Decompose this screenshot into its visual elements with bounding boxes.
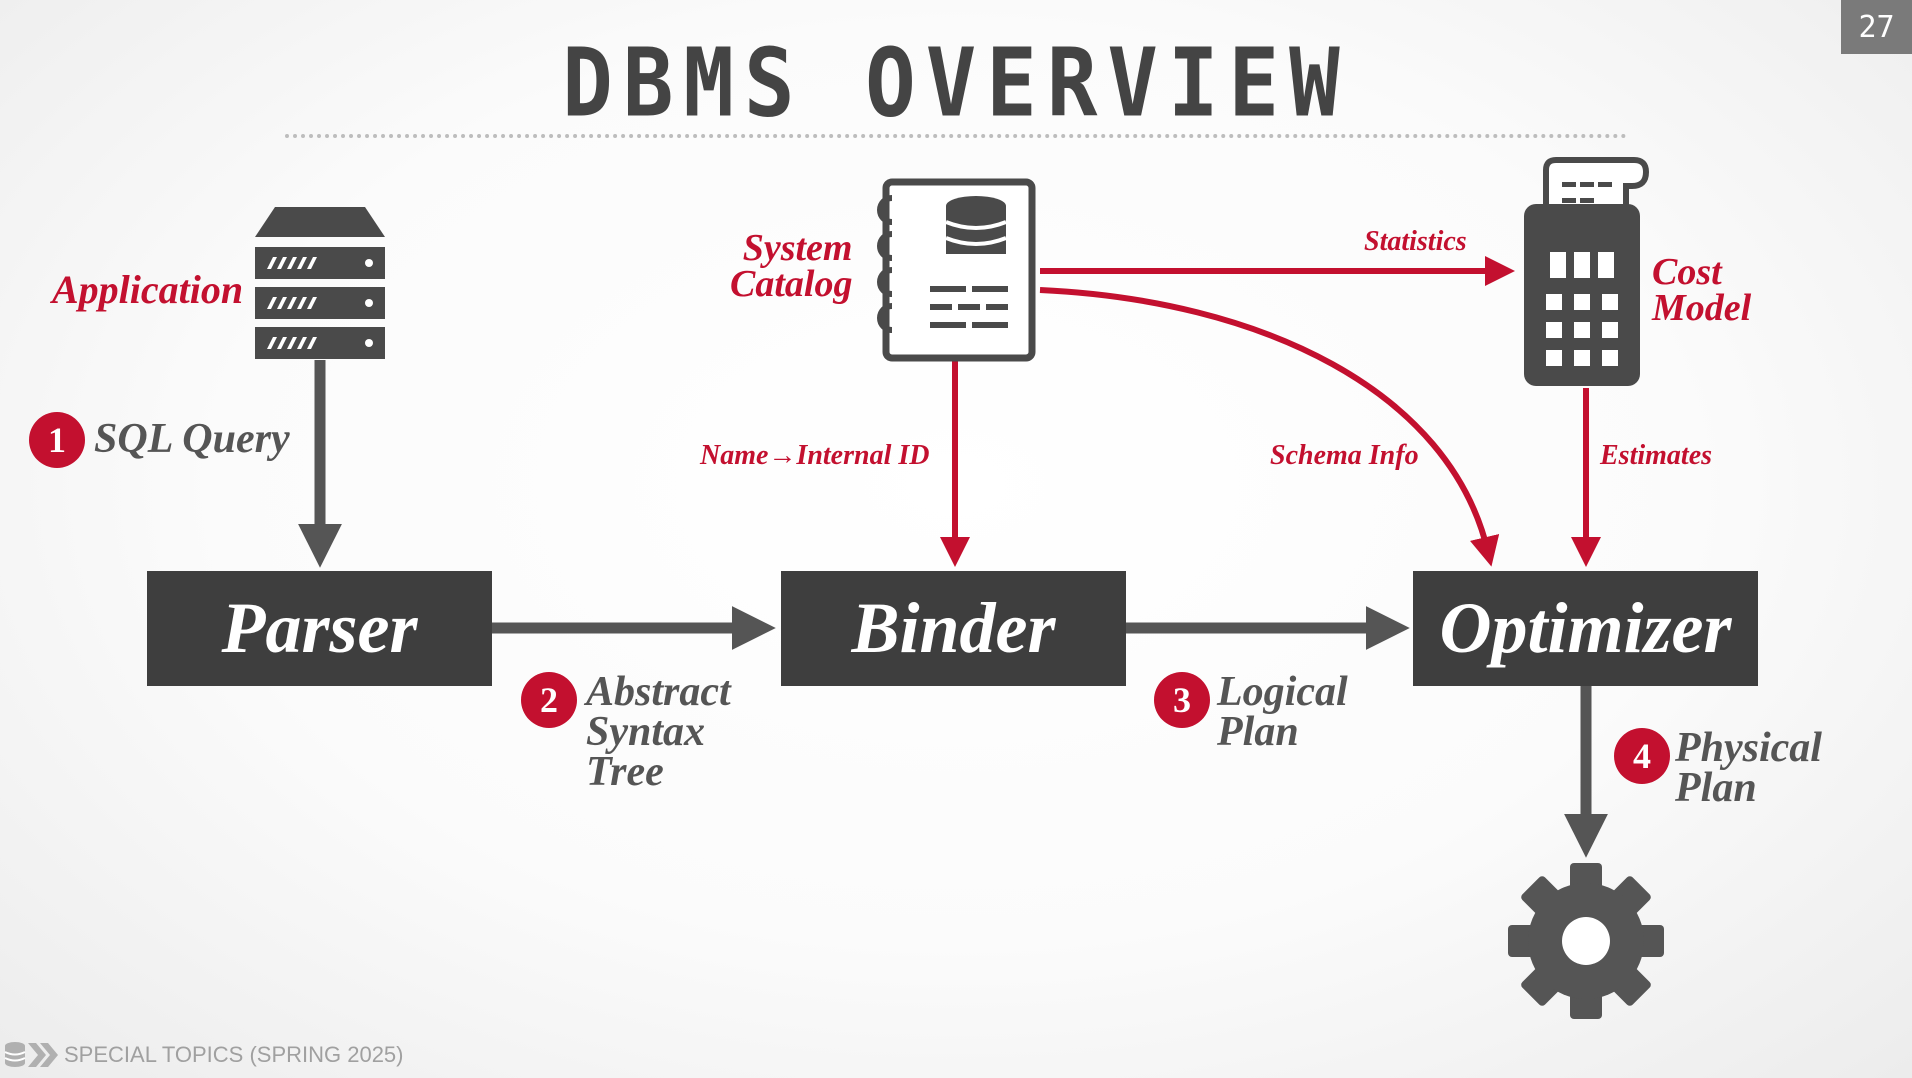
calculator-icon <box>1524 157 1650 386</box>
slide-number: 27 <box>1841 0 1912 54</box>
optimizer-box: Optimizer <box>1413 571 1758 686</box>
arrow-catalog-to-optimizer <box>1039 287 1500 567</box>
cost-model-label: Cost Model <box>1652 251 1752 329</box>
step-3-label: Logical Plan <box>1217 669 1348 755</box>
step-1-badge: 1 <box>29 412 85 468</box>
parser-box: Parser <box>147 571 492 686</box>
catalog-notebook-icon <box>877 178 1036 362</box>
gear-icon <box>1508 863 1664 1019</box>
estimates-label: Estimates <box>1600 440 1713 471</box>
binder-box: Binder <box>781 571 1126 686</box>
server-icon <box>255 207 385 359</box>
step-1-label: SQL Query <box>94 416 290 462</box>
application-label: Application <box>52 267 244 312</box>
step-4-label: Physical Plan <box>1675 725 1822 811</box>
step-4-badge: 4 <box>1614 728 1670 784</box>
system-catalog-label: System Catalog <box>730 227 853 305</box>
step-2-badge: 2 <box>521 672 577 728</box>
database-logo-icon <box>4 1042 58 1067</box>
schema-info-label: Schema Info <box>1270 440 1419 471</box>
step-2-label: Abstract Syntax Tree <box>586 669 731 795</box>
footer-course: SPECIAL TOPICS (SPRING 2025) <box>64 1042 404 1067</box>
title-divider <box>285 134 1627 138</box>
step-3-badge: 3 <box>1154 672 1210 728</box>
name-internal-id-label: Name→Internal ID <box>700 440 930 471</box>
statistics-label: Statistics <box>1364 226 1467 257</box>
footer: SPECIAL TOPICS (SPRING 2025) <box>4 1040 404 1070</box>
slide-title: DBMS OVERVIEW <box>562 28 1350 138</box>
